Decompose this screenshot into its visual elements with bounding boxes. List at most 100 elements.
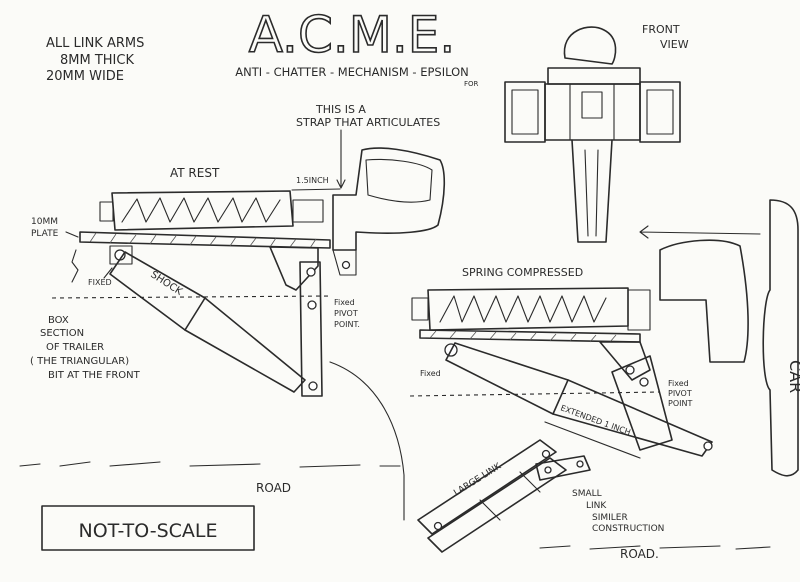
- comp-extended-dim: [544, 421, 641, 459]
- strap-note-line-1: THIS IS A: [315, 103, 366, 116]
- comp-triangle-bracket: [599, 341, 651, 381]
- large-link-top: [417, 439, 557, 535]
- rest-spring-housing: [111, 190, 294, 231]
- rest-pivot-link: [299, 261, 323, 397]
- front-arrow: [639, 225, 761, 239]
- link-detail: LARGE LINK SMALL LINK SIMILER CONSTRUCTI…: [417, 439, 664, 553]
- front-view-label-2: VIEW: [660, 38, 689, 51]
- road-label-1: ROAD: [256, 481, 291, 495]
- box-label-1: BOX: [48, 315, 69, 326]
- box-label-3: OF TRAILER: [46, 342, 104, 353]
- dim-1-5-inch: 1.5INCH: [296, 176, 329, 185]
- comp-coupling-head: [659, 239, 749, 363]
- rest-fixed-pointer: [103, 267, 113, 279]
- front-stem: [571, 139, 613, 243]
- comp-plate: [419, 329, 641, 343]
- rest-fixed-label: FIXED: [88, 278, 112, 287]
- rest-spring-coil: [121, 197, 281, 223]
- link-arms-line-3: 20MM WIDE: [46, 69, 124, 84]
- link-arms-line-1: ALL LINK ARMS: [46, 36, 144, 51]
- rest-coupling-head: [332, 147, 446, 251]
- front-center-detail: [569, 83, 615, 141]
- strap-note-line-2: STRAP THAT ARTICULATES: [296, 116, 440, 129]
- car-body: [762, 199, 799, 477]
- road-annotations: ROAD ROAD.: [19, 461, 771, 561]
- compressed-title: SPRING COMPRESSED: [462, 266, 583, 279]
- comp-shock-body: [445, 342, 569, 415]
- front-left-pad-inner: [511, 89, 539, 135]
- front-right-pad: [639, 81, 681, 143]
- small-link-label-4: CONSTRUCTION: [592, 524, 664, 534]
- large-link-webs: [479, 471, 541, 521]
- road-line-2: [539, 545, 771, 550]
- front-view: FRONT VIEW: [504, 23, 761, 243]
- at-rest-title: AT REST: [170, 166, 220, 180]
- strap-note: THIS IS A STRAP THAT ARTICULATES: [296, 103, 440, 189]
- road-label-2: ROAD.: [620, 547, 659, 561]
- comp-datum-line: [409, 391, 661, 397]
- box-label-5: BIT AT THE FRONT: [48, 370, 141, 381]
- at-rest-view: AT REST 1.5INCH 10MM PLATE FIXED SHOCK: [30, 147, 446, 521]
- rest-pivot-label-3: POINT.: [334, 320, 360, 329]
- small-link: [535, 455, 591, 481]
- rest-spring-collar: [292, 199, 324, 223]
- not-to-scale-stamp: NOT-TO-SCALE: [41, 505, 255, 551]
- comp-link-bolt-top: [625, 365, 635, 375]
- not-to-scale-label: NOT-TO-SCALE: [78, 520, 217, 542]
- front-right-pad-inner: [646, 89, 674, 135]
- plate-label-1: 10MM: [31, 217, 58, 227]
- rest-plate-hatch: [89, 232, 317, 249]
- comp-pivot-label-2: PIVOT: [668, 389, 692, 398]
- subtitle-for: FOR: [464, 80, 479, 88]
- front-center-block: [544, 83, 641, 141]
- comp-spring-end-cap: [411, 297, 429, 321]
- rest-triangle-bracket: [269, 246, 319, 291]
- link-arms-line-2: 8MM THICK: [60, 53, 134, 68]
- subtitle: ANTI - CHATTER - MECHANISM - EPSILON: [235, 65, 469, 79]
- small-link-label-3: SIMILER: [592, 513, 628, 523]
- comp-pivot-label-3: POINT: [668, 399, 692, 408]
- rest-pivot-label-1: Fixed: [334, 298, 355, 307]
- comp-pivot-link: [611, 355, 673, 451]
- rest-spring-end-cap: [99, 201, 114, 222]
- comp-plate-hatch: [429, 330, 617, 343]
- comp-fixed-label: Fixed: [420, 369, 441, 378]
- front-stem-inner: [584, 149, 599, 237]
- car-label: CAR: [786, 360, 800, 393]
- large-link-bolt-2: [541, 449, 551, 459]
- header: A.C.M.E. ANTI - CHATTER - MECHANISM - EP…: [235, 5, 479, 88]
- front-left-pad: [504, 81, 546, 143]
- small-link-bolt-2: [576, 460, 584, 468]
- dim-line: [291, 188, 341, 191]
- link-arms-note: ALL LINK ARMS 8MM THICK 20MM WIDE: [46, 36, 144, 84]
- front-hitch-top: [563, 26, 617, 65]
- front-crossbar: [547, 67, 641, 85]
- rest-shock-rod: [184, 297, 306, 393]
- not-to-scale-box: [41, 505, 255, 551]
- rest-plate: [79, 231, 331, 249]
- rest-link-bolt-bottom: [308, 381, 318, 391]
- rest-fixed-mount: [109, 245, 133, 265]
- rest-datum-line: [51, 295, 331, 299]
- large-link-bolt-1: [433, 521, 443, 531]
- plate-pointer: [65, 231, 79, 238]
- rest-pivot-bolt: [307, 300, 317, 310]
- small-link-bolt-1: [544, 466, 552, 474]
- small-link-label-2: LINK: [586, 501, 607, 511]
- box-label-4: ( THE TRIANGULAR): [30, 356, 129, 367]
- main-title: A.C.M.E.: [249, 6, 456, 64]
- box-label-2: SECTION: [40, 328, 84, 339]
- comp-spring-collar: [627, 289, 651, 331]
- rest-strap: [332, 249, 357, 276]
- plate-label-2: PLATE: [31, 229, 59, 239]
- road-line-1: [19, 461, 401, 468]
- rest-callout-line: [329, 361, 405, 521]
- rest-break-line: [71, 249, 79, 283]
- strap-arrow: [336, 129, 346, 189]
- small-link-label-1: SMALL: [572, 489, 602, 499]
- comp-pivot-bolt: [639, 377, 649, 387]
- rest-strap-bolt: [341, 260, 351, 270]
- rest-link-bolt-top: [306, 267, 316, 277]
- rest-coupling-grip: [365, 158, 433, 203]
